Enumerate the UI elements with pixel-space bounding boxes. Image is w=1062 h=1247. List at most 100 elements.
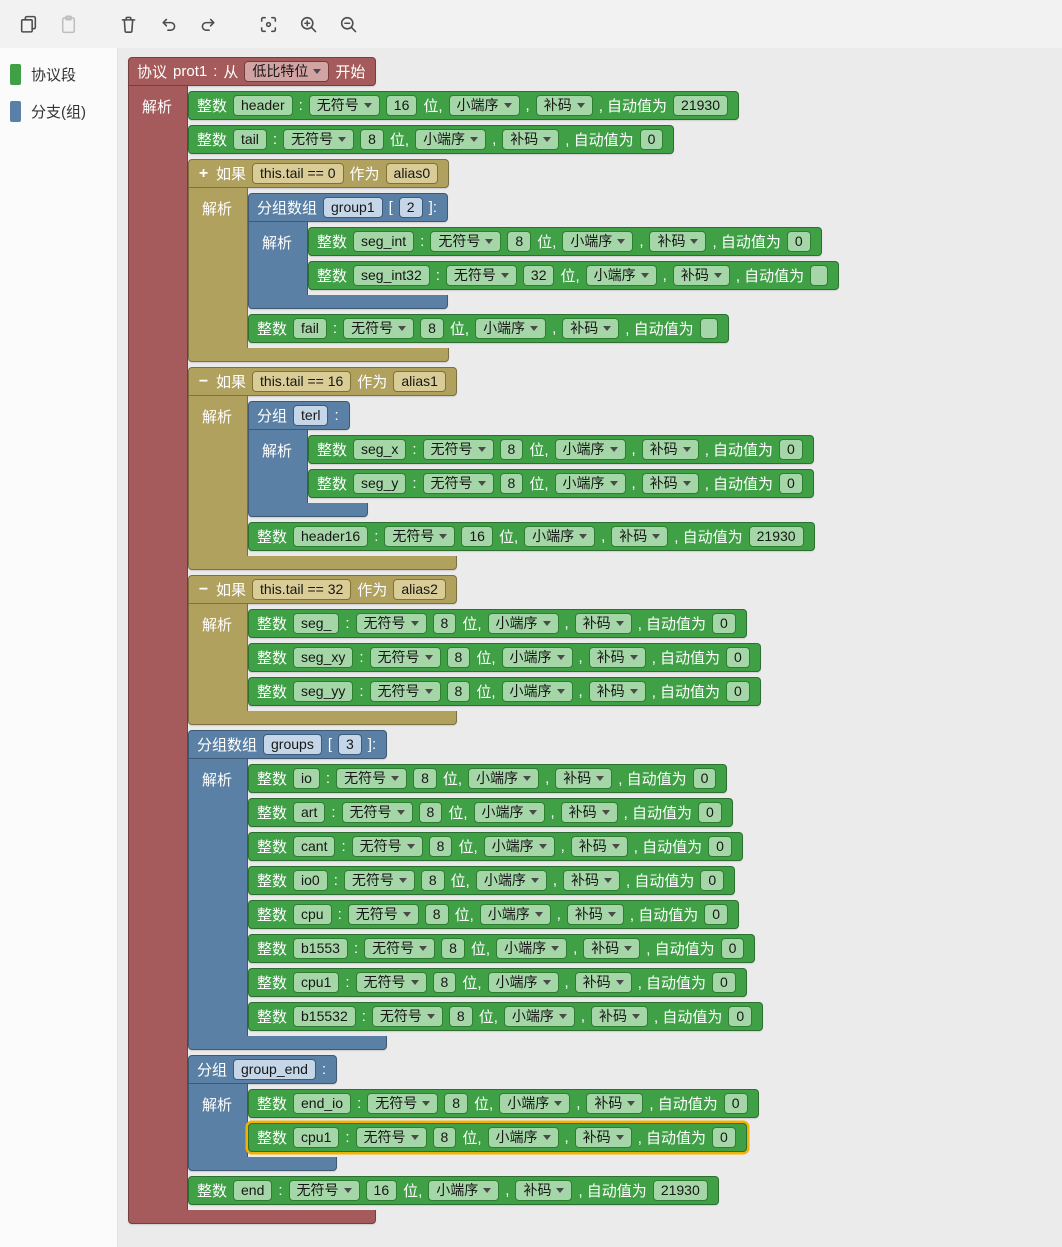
group-name-field[interactable]: groups [263,734,322,755]
int-name-field[interactable]: art [293,802,326,823]
group-name-field[interactable]: group_end [233,1059,316,1080]
group-name-field[interactable]: terl [293,405,329,426]
endian-dropdown[interactable]: 小端序 [487,613,559,634]
endian-dropdown[interactable]: 小端序 [585,265,657,286]
endian-dropdown[interactable]: 小端序 [496,938,568,959]
int-name-field[interactable]: b15532 [293,1006,356,1027]
sign-dropdown[interactable]: 无符号 [445,265,517,286]
sign-dropdown[interactable]: 无符号 [308,95,380,116]
bit-width-field[interactable]: 8 [432,972,457,993]
endian-dropdown[interactable]: 小端序 [499,1093,571,1114]
bit-width-field[interactable]: 8 [428,836,453,857]
collapse-toggle[interactable]: + [198,164,209,182]
endian-dropdown[interactable]: 小端序 [415,129,487,150]
endian-dropdown[interactable]: 小端序 [524,526,596,547]
auto-value-field[interactable]: 0 [692,768,717,789]
int-name-field[interactable]: seg_int32 [353,265,430,286]
bit-order-dropdown[interactable]: 低比特位 [244,61,330,82]
auto-value-field[interactable]: 0 [726,647,750,668]
encoding-dropdown[interactable]: 补码 [555,768,613,789]
auto-value-field[interactable]: 0 [723,1093,748,1114]
auto-value-field[interactable]: 0 [712,1127,736,1148]
sign-dropdown[interactable]: 无符号 [369,681,441,702]
auto-value-field[interactable]: 21930 [673,95,728,116]
int-name-field[interactable]: fail [293,318,327,339]
copy-icon[interactable] [10,7,46,41]
bit-width-field[interactable]: 16 [385,95,418,116]
bit-width-field[interactable]: 8 [420,870,445,891]
endian-dropdown[interactable]: 小端序 [475,318,547,339]
sign-dropdown[interactable]: 无符号 [371,1006,443,1027]
encoding-dropdown[interactable]: 补码 [566,904,624,925]
int-name-field[interactable]: end [233,1180,273,1201]
zoom-in-icon[interactable] [290,7,326,41]
paste-icon[interactable] [50,7,86,41]
sign-dropdown[interactable]: 无符号 [384,526,456,547]
bit-width-field[interactable]: 8 [413,768,437,789]
encoding-dropdown[interactable]: 补码 [574,972,632,993]
sign-dropdown[interactable]: 无符号 [355,1127,427,1148]
sign-dropdown[interactable]: 无符号 [288,1180,360,1201]
endian-dropdown[interactable]: 小端序 [475,870,547,891]
auto-value-field[interactable]: 0 [779,439,803,460]
bit-width-field[interactable]: 8 [360,129,384,150]
encoding-dropdown[interactable]: 补码 [611,526,669,547]
endian-dropdown[interactable]: 小端序 [479,904,551,925]
int-name-field[interactable]: seg_x [353,439,407,460]
auto-value-field[interactable] [699,318,718,339]
endian-dropdown[interactable]: 小端序 [554,439,626,460]
bit-width-field[interactable]: 8 [446,681,471,702]
int-name-field[interactable]: header [233,95,293,116]
sign-dropdown[interactable]: 无符号 [283,129,355,150]
undo-icon[interactable] [150,7,186,41]
int-name-field[interactable]: cpu1 [293,972,340,993]
endian-dropdown[interactable]: 小端序 [473,802,545,823]
sign-dropdown[interactable]: 无符号 [369,647,441,668]
zoom-out-icon[interactable] [330,7,366,41]
auto-value-field[interactable]: 0 [779,473,803,494]
int-name-field[interactable]: seg_y [353,473,407,494]
group-count-field[interactable]: 3 [338,734,362,755]
auto-value-field[interactable]: 21930 [652,1180,708,1201]
sign-dropdown[interactable]: 无符号 [364,938,436,959]
int-name-field[interactable]: b1553 [293,938,348,959]
sidebar-item-branch-group[interactable]: 分支(组) [0,93,117,130]
delete-icon[interactable] [110,7,146,41]
int-name-field[interactable]: end_io [293,1093,352,1114]
int-name-field[interactable]: seg_yy [293,681,354,702]
int-name-field[interactable]: seg_xy [293,647,354,668]
bit-width-field[interactable]: 8 [448,1006,473,1027]
bit-width-field[interactable]: 8 [499,473,524,494]
endian-dropdown[interactable]: 小端序 [501,681,573,702]
encoding-dropdown[interactable]: 补码 [535,95,593,116]
encoding-dropdown[interactable]: 补码 [586,1093,644,1114]
protocol-name-field[interactable]: prot1 [173,63,208,80]
bit-width-field[interactable]: 8 [444,1093,469,1114]
auto-value-field[interactable]: 0 [712,972,736,993]
sign-dropdown[interactable]: 无符号 [351,836,423,857]
int-name-field[interactable]: io0 [293,870,328,891]
auto-value-field[interactable]: 0 [726,681,750,702]
endian-dropdown[interactable]: 小端序 [503,1006,575,1027]
condition-field[interactable]: this.tail == 16 [252,371,352,392]
